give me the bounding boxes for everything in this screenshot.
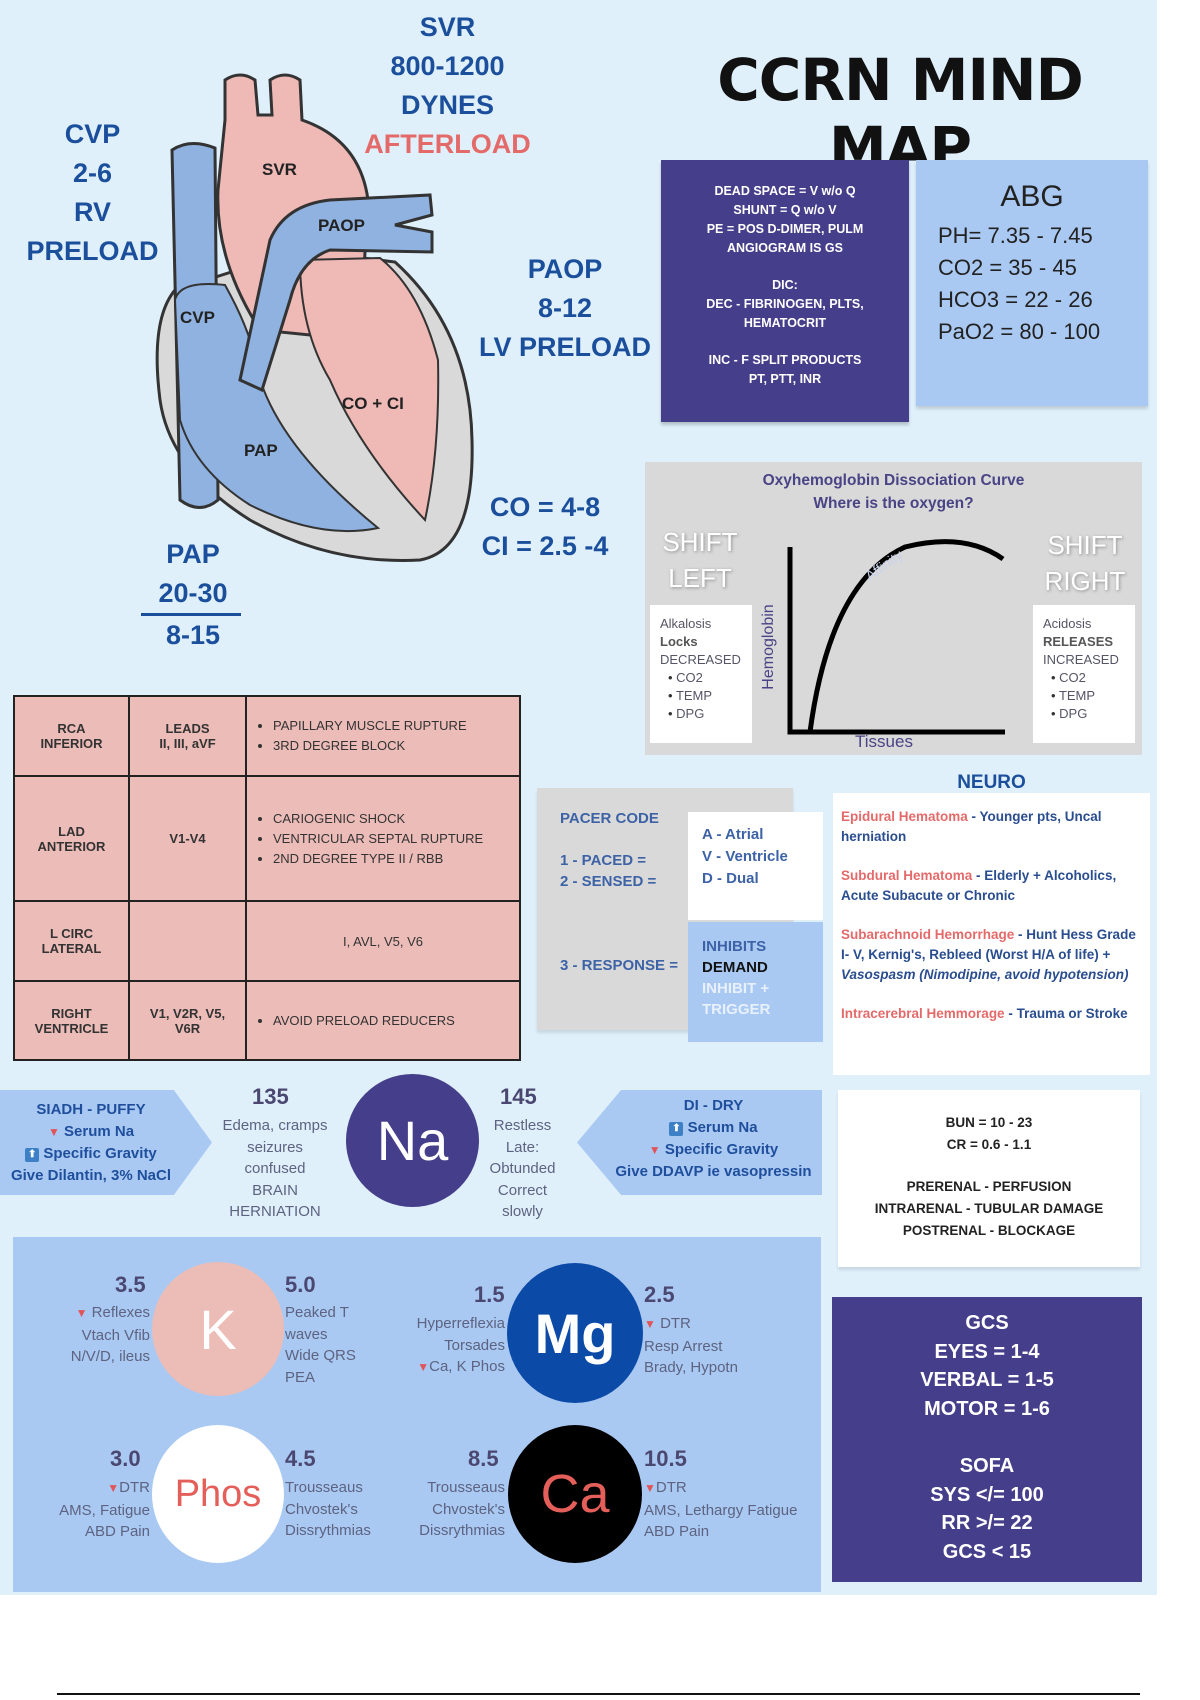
x-axis-label: Tissues xyxy=(855,732,913,751)
heart-label-pap: PAP xyxy=(244,441,278,460)
ca-circle: Ca xyxy=(508,1425,642,1563)
heart-label-coci: CO + CI xyxy=(342,394,404,413)
na-circle: Na xyxy=(346,1074,479,1207)
decrease-icon: ▼ xyxy=(75,1306,88,1320)
heart-label-svr: SVR xyxy=(262,160,297,179)
mg-circle: Mg xyxy=(507,1263,643,1403)
decrease-icon: ▼ xyxy=(417,1360,430,1374)
neuro-item: Subdural Hematoma - Elderly + Alcoholics… xyxy=(841,868,1117,903)
right-ventricle xyxy=(173,283,381,533)
dissociation-curve xyxy=(787,539,1005,735)
decrease-icon: ▼ xyxy=(644,1481,656,1495)
k-low: 3.5 xyxy=(115,1272,146,1297)
mg-low: 1.5 xyxy=(474,1282,505,1307)
pacer-title: PACER CODE xyxy=(560,810,659,827)
decrease-icon: ▼ xyxy=(107,1481,120,1495)
ca-high: 10.5 xyxy=(644,1446,687,1471)
left-ventricle xyxy=(298,256,440,523)
na-low: 135 xyxy=(252,1084,289,1109)
neuro-title: NEURO xyxy=(957,772,1026,793)
ca-low: 8.5 xyxy=(468,1446,499,1471)
electrolytes-panel xyxy=(13,1237,821,1592)
heart-diagram xyxy=(155,73,474,562)
neuro-item: Subarachnoid Hemorrhage - Hunt Hess Grad… xyxy=(841,927,1136,982)
pacer-sensed: 2 - SENSED = xyxy=(560,873,657,890)
mg-high: 2.5 xyxy=(644,1282,675,1307)
pacer-paced: 1 - PACED = xyxy=(560,852,646,869)
pulmonary-artery xyxy=(238,193,434,393)
increase-icon: ⬆ xyxy=(669,1122,684,1136)
k-high: 5.0 xyxy=(285,1272,316,1297)
decrease-icon: ▼ xyxy=(648,1143,661,1157)
curve-line xyxy=(807,539,1005,733)
curve-axes xyxy=(787,547,1005,735)
neuro-item: Epidural Hematoma - Younger pts, Uncal h… xyxy=(841,809,1102,844)
afterload-label: AFTERLOAD xyxy=(364,129,531,159)
heart-label-cvp: CVP xyxy=(180,308,215,327)
decrease-icon: ▼ xyxy=(47,1125,60,1139)
decrease-icon: ▼ xyxy=(644,1317,656,1331)
heart-label-paop: PAOP xyxy=(318,216,365,235)
phos-low: 3.0 xyxy=(110,1446,141,1471)
oxyhemoglobin-curve-panel: Oxyhemoglobin Dissociation Curve Where i… xyxy=(645,462,1142,755)
phos-circle: Phos xyxy=(152,1425,284,1563)
phos-high: 4.5 xyxy=(285,1446,316,1471)
bottom-divider xyxy=(57,1693,1140,1695)
di-box: DI - DRY ⬆ Serum Na ▼ Specific Gravity G… xyxy=(577,1090,822,1195)
na-high: 145 xyxy=(500,1084,537,1109)
neuro-box: Epidural Hematoma - Younger pts, Uncal h… xyxy=(833,793,1150,1075)
y-axis-label: Hemoglobin xyxy=(760,604,777,690)
siadh-box: SIADH - PUFFY ▼ Serum Na ⬆ Specific Grav… xyxy=(0,1090,212,1195)
pacer-response: 3 - RESPONSE = xyxy=(560,957,678,974)
neuro-item: Intracerebral Hemmorage - Trauma or Stro… xyxy=(841,1006,1128,1021)
k-circle: K xyxy=(152,1262,284,1396)
increase-icon: ⬆ xyxy=(25,1148,40,1162)
